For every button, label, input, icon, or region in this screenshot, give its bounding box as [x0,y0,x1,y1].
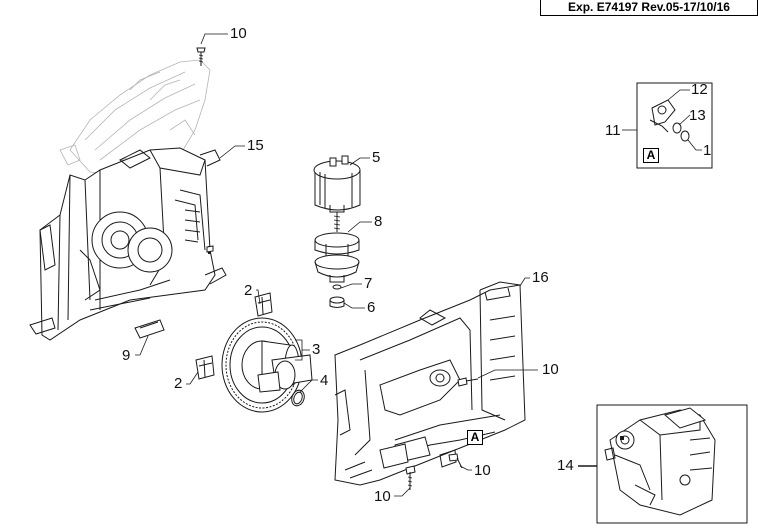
callout-4: 4 [320,372,329,389]
coupling [314,232,360,283]
bracket-upper [254,292,273,317]
left-frame-part [29,147,227,341]
callout-2: 2 [174,375,183,392]
detail-reference-tag: A [467,430,483,445]
callout-16: 16 [532,269,549,286]
callout-10: 10 [374,488,391,505]
callout-7: 7 [364,275,373,292]
callout-6: 6 [367,299,376,316]
screw-bottom [405,465,416,490]
callout-1: 1 [703,142,712,159]
clip [134,319,165,339]
detail-brewing-unit [604,407,716,516]
callout-2: 2 [244,282,253,299]
callout-13: 13 [689,107,706,124]
leader-lines [135,33,702,497]
callout-14: 14 [557,457,574,474]
bush [329,296,345,308]
callout-15: 15 [247,137,264,154]
callout-11: 11 [605,122,621,139]
callout-5: 5 [372,149,381,166]
detail-valve [649,99,690,142]
bracket-lower [195,355,215,380]
callout-10: 10 [474,462,491,479]
o-ring [291,389,305,407]
motor [313,155,361,232]
callout-10: 10 [542,361,559,378]
right-frame-part [334,281,526,486]
callout-3: 3 [312,341,321,358]
washer [332,284,342,290]
screw-left-frame [206,245,214,253]
callout-12: 12 [691,81,708,98]
gear-assembly [221,317,313,413]
callout-8: 8 [374,213,383,230]
detail-reference-tag: A [643,148,659,163]
screw-top [196,47,206,66]
screw-mid [457,377,479,387]
callout-9: 9 [122,347,131,364]
document-code: Exp. E74197 Rev.05-17/10/16 [540,0,758,16]
callout-10: 10 [230,25,247,42]
